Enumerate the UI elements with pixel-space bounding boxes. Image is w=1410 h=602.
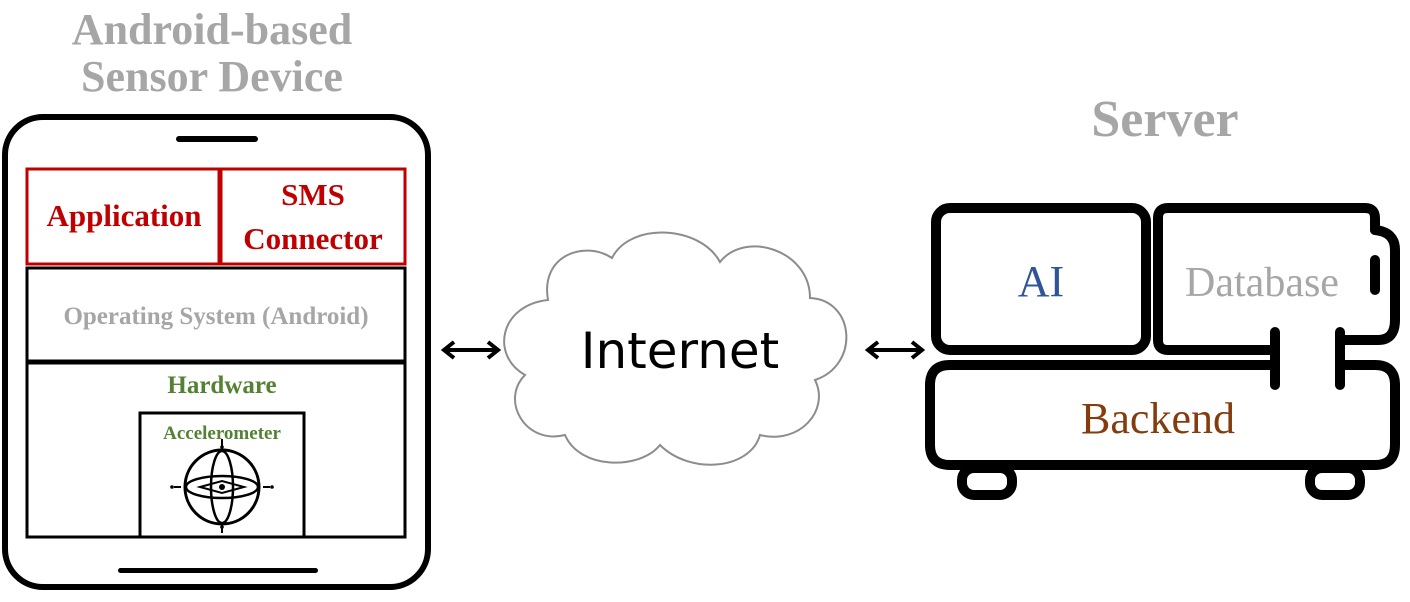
backend-label: Backend — [1081, 394, 1235, 443]
internet-label: Internet — [581, 322, 780, 380]
sms-connector-line2: Connector — [243, 221, 383, 256]
database-box — [1153, 203, 1400, 355]
internet-cloud — [503, 231, 848, 466]
hardware-label: Hardware — [167, 372, 276, 399]
sms-connector-line1: SMS — [281, 177, 345, 212]
server-foot-right — [1305, 463, 1365, 500]
accelerometer-label: Accelerometer — [163, 423, 281, 444]
device-title-line2: Sensor Device — [81, 52, 343, 101]
sms-connector-box — [219, 167, 407, 266]
server-foot-left — [957, 463, 1017, 500]
database-backend-connector — [1270, 327, 1345, 390]
phone-speaker — [176, 136, 258, 142]
accelerometer-icon — [170, 439, 274, 533]
os-label: Operating System (Android) — [63, 303, 368, 330]
backend-box — [925, 360, 1400, 470]
phone-outline — [2, 114, 431, 590]
device-internet-arrow — [440, 340, 502, 360]
server-title: Server — [1091, 91, 1238, 148]
internet-server-arrow — [864, 340, 926, 360]
ai-box — [931, 203, 1151, 355]
ai-label: AI — [1018, 257, 1064, 306]
application-label: Application — [46, 198, 201, 233]
application-box — [25, 167, 221, 266]
phone-home-bar — [118, 568, 318, 573]
os-box — [25, 266, 407, 363]
device-title-line1: Android-based — [72, 5, 352, 54]
database-label: Database — [1185, 260, 1339, 306]
accelerometer-box — [138, 411, 306, 539]
